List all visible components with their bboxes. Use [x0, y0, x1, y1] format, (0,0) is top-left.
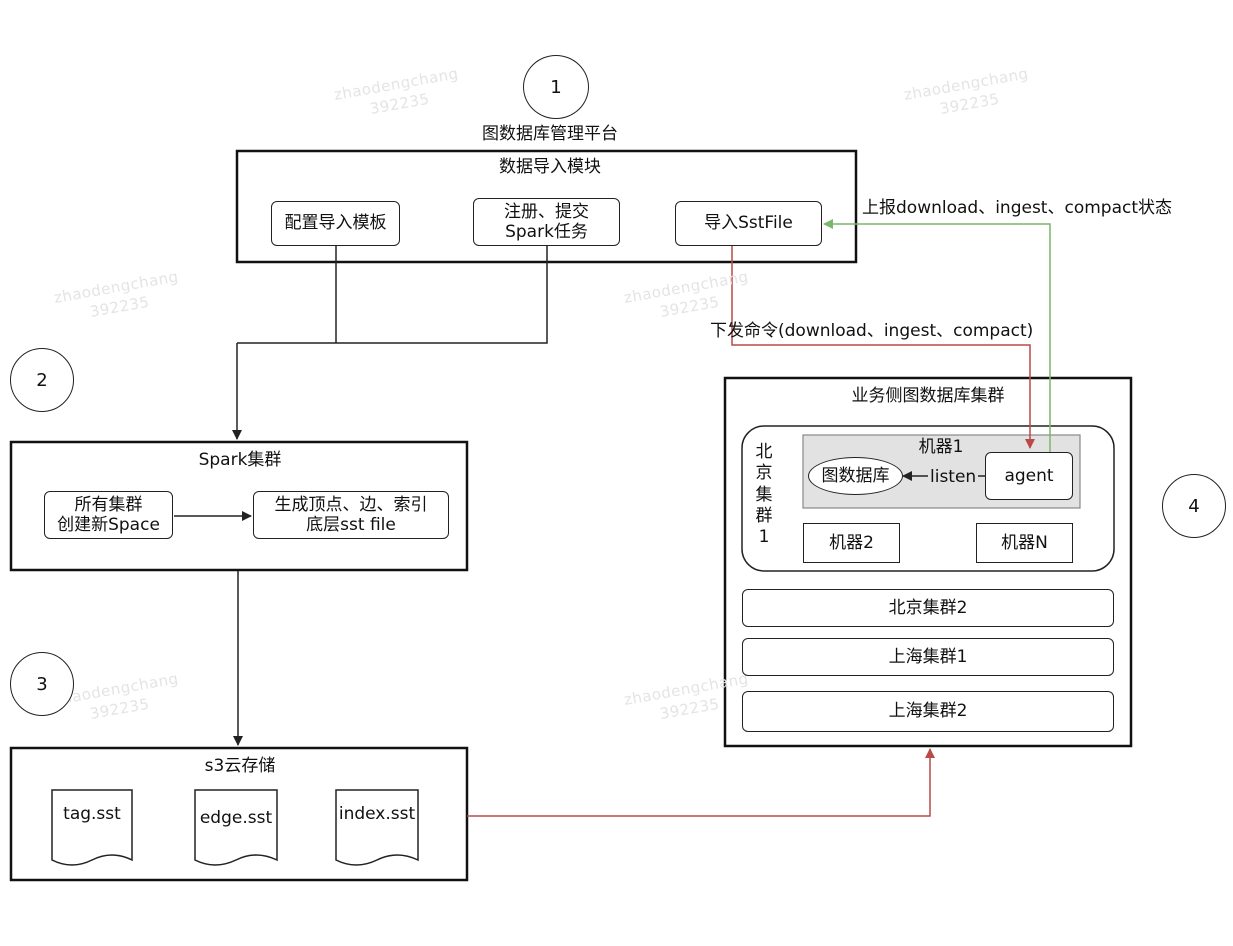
sst-file-index: index.sst — [338, 804, 416, 824]
beijing-cluster1-char: 京 — [755, 463, 773, 484]
step-marker-4-label: 4 — [1188, 495, 1200, 517]
spark-cluster-title: Spark集群 — [198, 450, 282, 470]
submit-spark-line2: Spark任务 — [505, 222, 588, 242]
s3-storage-frame — [9, 746, 469, 882]
shanghai-cluster2-box[interactable]: 上海集群2 — [742, 691, 1114, 732]
import-sstfile-box[interactable]: 导入SstFile — [675, 201, 822, 246]
step-marker-1: 1 — [523, 55, 589, 119]
doc-shape-tag — [51, 789, 133, 866]
machine1-title: 机器1 — [918, 437, 964, 457]
edge-report-status — [823, 219, 1051, 452]
sst-file-edge: edge.sst — [199, 808, 273, 828]
listen-label: listen — [928, 467, 979, 488]
generate-sst-line2: 底层sst file — [306, 515, 396, 535]
spark-cluster-frame — [9, 440, 469, 572]
dispatch-command-label: 下发命令(download、ingest、compact) — [710, 321, 1034, 341]
beijing-cluster2-box[interactable]: 北京集群2 — [742, 589, 1114, 627]
machine2-box[interactable]: 机器2 — [803, 523, 900, 563]
platform-title: 图数据库管理平台 — [482, 124, 618, 144]
module-title: 数据导入模块 — [499, 157, 601, 177]
generate-sst-line1: 生成顶点、边、索引 — [274, 494, 428, 515]
beijing-cluster1-char: 群 — [755, 505, 773, 526]
edge-dispatch-command — [731, 246, 1035, 449]
business-cluster-title: 业务侧图数据库集群 — [851, 386, 1005, 406]
beijing-cluster1-char: 北 — [755, 442, 773, 462]
beijing-cluster2-label: 北京集群2 — [888, 597, 968, 618]
beijing-cluster1-label: 北 京 集 群 1 — [752, 442, 776, 548]
machineN-label: 机器N — [1001, 532, 1048, 553]
step-marker-4: 4 — [1162, 474, 1226, 538]
doc-shape-edge — [194, 789, 278, 866]
shanghai-cluster1-label: 上海集群1 — [888, 646, 968, 667]
step-marker-2: 2 — [10, 348, 74, 412]
machineN-box[interactable]: 机器N — [976, 523, 1073, 563]
beijing-cluster1-char: 集 — [755, 484, 773, 505]
machine2-label: 机器2 — [829, 532, 874, 553]
edge-s3-to-business — [467, 748, 935, 817]
business-cluster-frame — [723, 376, 1133, 748]
import-sstfile-label: 导入SstFile — [704, 213, 793, 234]
s3-storage-title: s3云存储 — [204, 756, 276, 776]
create-space-box[interactable]: 所有集群创建新Space — [44, 491, 173, 539]
generate-sst-box[interactable]: 生成顶点、边、索引底层sst file — [253, 491, 449, 539]
graph-db-node[interactable]: 图数据库 — [808, 457, 903, 495]
config-template-label: 配置导入模板 — [284, 213, 387, 234]
step-marker-3-label: 3 — [36, 673, 48, 695]
agent-label: agent — [1004, 465, 1054, 486]
step-marker-1-label: 1 — [550, 76, 562, 98]
step-marker-3: 3 — [10, 652, 74, 716]
edge-submit-to-merge — [237, 246, 548, 344]
report-status-label: 上报download、ingest、compact状态 — [862, 198, 1173, 218]
create-space-line1: 所有集群 — [74, 494, 143, 515]
shanghai-cluster2-label: 上海集群2 — [888, 701, 968, 722]
config-template-box[interactable]: 配置导入模板 — [271, 201, 400, 246]
beijing-cluster1-char: 1 — [758, 527, 770, 547]
doc-shape-index — [335, 789, 419, 866]
sst-file-tag: tag.sst — [63, 804, 121, 824]
agent-box[interactable]: agent — [985, 452, 1073, 500]
create-space-line2: 创建新Space — [57, 515, 160, 535]
submit-spark-line1: 注册、提交 — [504, 201, 589, 222]
step-marker-2-label: 2 — [36, 369, 48, 391]
shanghai-cluster1-box[interactable]: 上海集群1 — [742, 638, 1114, 676]
graph-db-label: 图数据库 — [821, 465, 890, 486]
